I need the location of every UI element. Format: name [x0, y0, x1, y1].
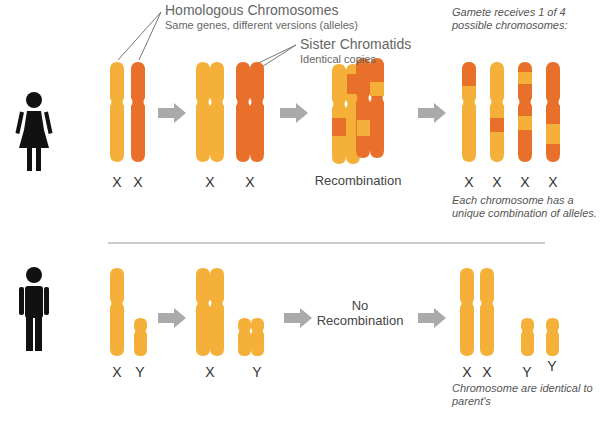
- male-icon: [19, 267, 49, 351]
- sub-label: Identical copies: [300, 53, 450, 66]
- note-label: Gamete receives 1 of 4 possible chromoso…: [452, 6, 597, 31]
- male-gamete-chromosomes: [460, 268, 559, 356]
- chromosome-label: X: [475, 364, 499, 380]
- chromosome-label: Y: [245, 364, 269, 380]
- note-label: Chromosome are identical to parent's: [452, 382, 597, 407]
- note-label: Each chromosome has a unique combination…: [452, 194, 597, 219]
- step-arrow: [418, 308, 446, 328]
- heading-label: Sister Chromatids: [300, 36, 450, 52]
- chromosome-label: Y: [515, 364, 539, 380]
- chromosome-label: X: [198, 364, 222, 380]
- chromosome-label: X: [485, 174, 509, 190]
- heading-label: Homologous Chromosomes: [165, 2, 395, 18]
- homologous-chromosomes: [110, 62, 145, 162]
- step-arrow: [158, 308, 186, 328]
- x-y-chromosomes: [110, 268, 147, 356]
- sister-chromatids: [196, 62, 264, 162]
- chromosome-label: X: [105, 364, 129, 380]
- recombining-chromosomes: [332, 58, 384, 164]
- step-arrow: [418, 103, 446, 123]
- step-label: No Recombination: [310, 299, 410, 329]
- divider: [108, 243, 545, 244]
- gamete-chromosomes: [462, 62, 560, 162]
- female-icon: [15, 92, 52, 171]
- chromosome-label: X: [105, 174, 129, 190]
- chromosome-label: X: [126, 174, 150, 190]
- step-arrow: [158, 103, 186, 123]
- chromosome-label: X: [455, 364, 479, 380]
- chromosome-label: X: [238, 174, 262, 190]
- chromosome-label: Y: [540, 358, 564, 374]
- chromosome-label: X: [198, 174, 222, 190]
- sub-label: Same genes, different versions (alleles): [165, 19, 425, 32]
- step-arrow: [284, 308, 312, 328]
- chromosome-label: X: [541, 174, 565, 190]
- chromosome-label: X: [457, 174, 481, 190]
- chromosome-label: Y: [128, 364, 152, 380]
- step-arrow: [280, 103, 308, 123]
- duplicated-x-y: [196, 268, 264, 356]
- step-label: Recombination: [298, 174, 418, 189]
- chromosome-label: X: [513, 174, 537, 190]
